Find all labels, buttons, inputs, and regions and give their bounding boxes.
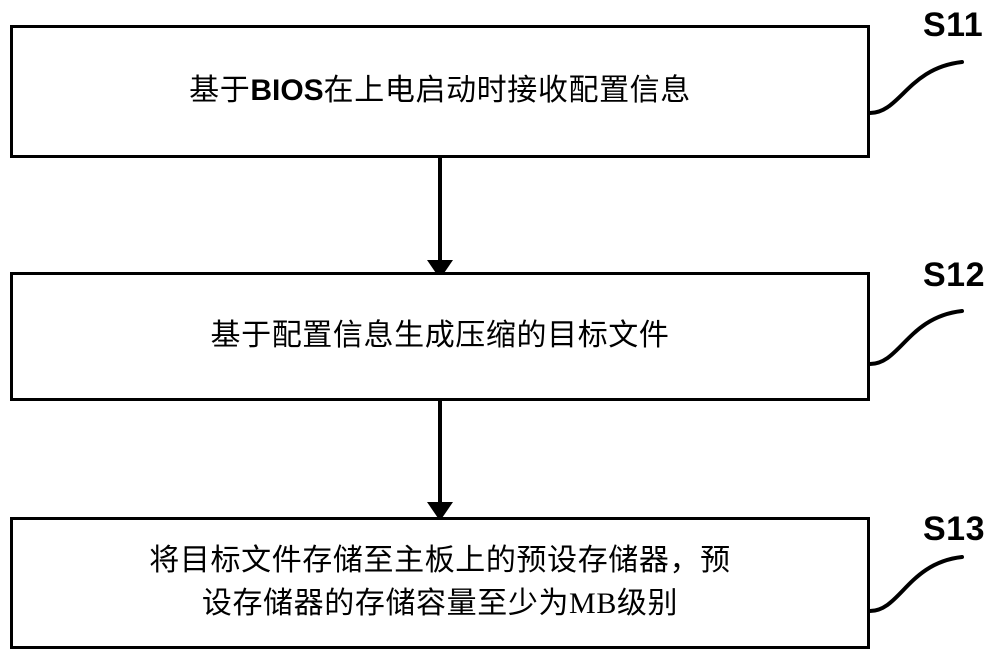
step-box-s12: 基于配置信息生成压缩的目标文件 (10, 272, 870, 401)
step-text-s13: 将目标文件存储至主板上的预设存储器，预 设存储器的存储容量至少为MB级别 (149, 544, 731, 620)
step-label-s11: S11 (923, 6, 984, 44)
step-box-s13: 将目标文件存储至主板上的预设存储器，预 设存储器的存储容量至少为MB级别 (10, 517, 870, 649)
step-label-s12: S12 (923, 256, 985, 294)
step-text-s11-post: 在上电启动时接收配置信息 (323, 74, 691, 108)
leader-s13 (868, 555, 964, 613)
arrow-s11-to-s12 (427, 158, 453, 279)
step-box-s11: 基于BIOS在上电启动时接收配置信息 (10, 25, 870, 158)
step-text-s11-pre: 基于 (189, 74, 251, 108)
leader-s12 (868, 309, 964, 366)
step-text-s12: 基于配置信息生成压缩的目标文件 (210, 319, 670, 353)
step-text-s11-latin: BIOS (250, 74, 324, 108)
arrow-s12-to-s13 (427, 401, 453, 521)
step-label-s13: S13 (923, 510, 985, 548)
step-text-s11: 基于BIOS在上电启动时接收配置信息 (175, 70, 705, 113)
leader-s11 (868, 60, 964, 115)
